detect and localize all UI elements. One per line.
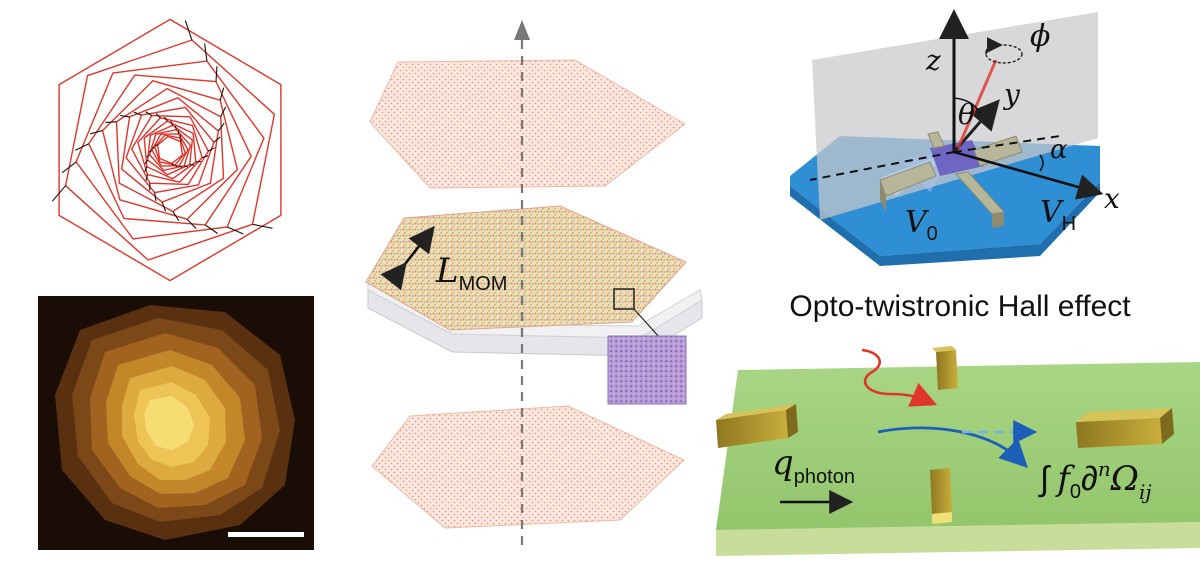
y-label: y xyxy=(1002,78,1021,111)
stack-axis-arrowhead xyxy=(514,20,530,40)
spiral-edge xyxy=(195,160,201,163)
spiral-hexagon xyxy=(151,133,189,167)
electrode-back xyxy=(927,131,945,149)
spiral-hexagon xyxy=(125,106,215,194)
spiral-hexagon xyxy=(156,135,184,165)
zoom-inset xyxy=(607,335,687,405)
spiral-hexagon xyxy=(87,74,253,226)
spiral-edge xyxy=(220,106,227,118)
zoom-marker xyxy=(613,288,635,310)
afm-image xyxy=(38,296,314,550)
spiral-edge xyxy=(90,129,103,135)
spiral-edge xyxy=(219,87,225,101)
spiral-edge xyxy=(172,211,180,222)
spiral-edge xyxy=(170,120,174,126)
phi-label: ϕ xyxy=(1030,19,1050,54)
photon-wave xyxy=(861,348,938,407)
spiral-edge xyxy=(179,134,182,139)
spiral-edge xyxy=(226,226,244,235)
spiral-edge xyxy=(120,114,130,118)
spiral-edge xyxy=(186,218,197,229)
spiral-edge xyxy=(144,166,148,172)
mom-lattice-layer xyxy=(365,205,687,331)
spiral-edge xyxy=(174,125,177,130)
spiral-edge xyxy=(61,161,77,174)
spiral-hexagon xyxy=(101,80,239,220)
spiral-edge xyxy=(154,192,157,201)
lmom-label: LMOM xyxy=(435,251,507,295)
spiral-edge xyxy=(189,164,195,166)
z-label: z xyxy=(925,44,941,77)
spiral-hexagon xyxy=(148,128,192,172)
spiral-edge xyxy=(201,155,209,159)
spiral-edge xyxy=(155,113,161,119)
spiral-edge xyxy=(51,185,67,202)
spiral-edge xyxy=(204,224,218,234)
top-lattice-layer xyxy=(369,59,686,189)
phi-ellipse xyxy=(985,44,1023,64)
spiral-edge xyxy=(144,159,149,165)
spiral-edge xyxy=(146,154,150,158)
contact-top xyxy=(932,346,958,390)
spiral-hexagon xyxy=(120,96,220,204)
contact-right xyxy=(1076,408,1174,448)
spiral-hexagon xyxy=(143,120,197,180)
v0-label: V0 xyxy=(905,205,938,245)
spiral-hexagon xyxy=(115,87,225,213)
spiral-edge xyxy=(179,165,183,168)
spiral-hexagon xyxy=(64,39,276,261)
scale-bar xyxy=(228,532,304,537)
spiral-hexagon xyxy=(137,117,203,183)
spiral-edge xyxy=(133,111,142,116)
spiral-edge xyxy=(148,149,153,153)
spiral-edge xyxy=(151,146,155,149)
spiral-hexagon xyxy=(130,114,210,186)
geometry-panel: z y x ϕ θ α V0 VH xyxy=(790,9,1120,266)
vh-label: VH xyxy=(1040,195,1076,235)
green-slab-side xyxy=(716,522,1200,556)
spiral-edge xyxy=(208,147,215,152)
spiral-edge xyxy=(217,122,225,132)
spiral-edge xyxy=(171,163,174,166)
berry-integral: ∫f0∂nΩij xyxy=(1038,457,1152,504)
spiral-edge xyxy=(184,165,188,168)
spiral-edge xyxy=(252,223,273,229)
spiral-edge xyxy=(174,164,178,168)
lmom-arrow xyxy=(380,225,435,291)
hall-trajectory xyxy=(877,426,1028,468)
spiral-edge xyxy=(161,202,167,212)
spiral-hexagon xyxy=(146,124,194,176)
hall-title: Opto-twistronic Hall effect xyxy=(789,290,1131,323)
spiral-panel xyxy=(51,18,282,282)
spiral-edge xyxy=(145,111,153,117)
spiral-edge xyxy=(145,174,149,181)
spiral-edge xyxy=(163,116,168,122)
spiral-hexagon xyxy=(75,60,265,240)
green-slab-top xyxy=(716,362,1200,530)
spiral-hexagon xyxy=(154,134,186,166)
spiral-edge xyxy=(75,143,90,151)
spiral-edge xyxy=(105,121,117,123)
q-photon-label: qphoton xyxy=(772,443,855,488)
spiral-edge xyxy=(215,66,218,82)
contact-bottom xyxy=(930,468,952,524)
stack-panel: LMOM xyxy=(365,20,703,545)
x-label: x xyxy=(1104,182,1120,215)
spiral-edge xyxy=(213,136,221,143)
spiral-edge xyxy=(184,20,193,41)
contact-left xyxy=(716,404,798,448)
spiral-hexagon xyxy=(58,18,282,282)
spiral-edge xyxy=(179,139,182,142)
spiral-edge xyxy=(204,43,208,62)
bottom-lattice-layer xyxy=(371,405,685,529)
theta-label: θ xyxy=(958,98,975,131)
x-axis xyxy=(953,150,1104,200)
hall-panel: Opto-twistronic Hall effect xyxy=(716,290,1200,556)
light-beam xyxy=(956,59,998,149)
alpha-label: α xyxy=(1050,135,1068,165)
